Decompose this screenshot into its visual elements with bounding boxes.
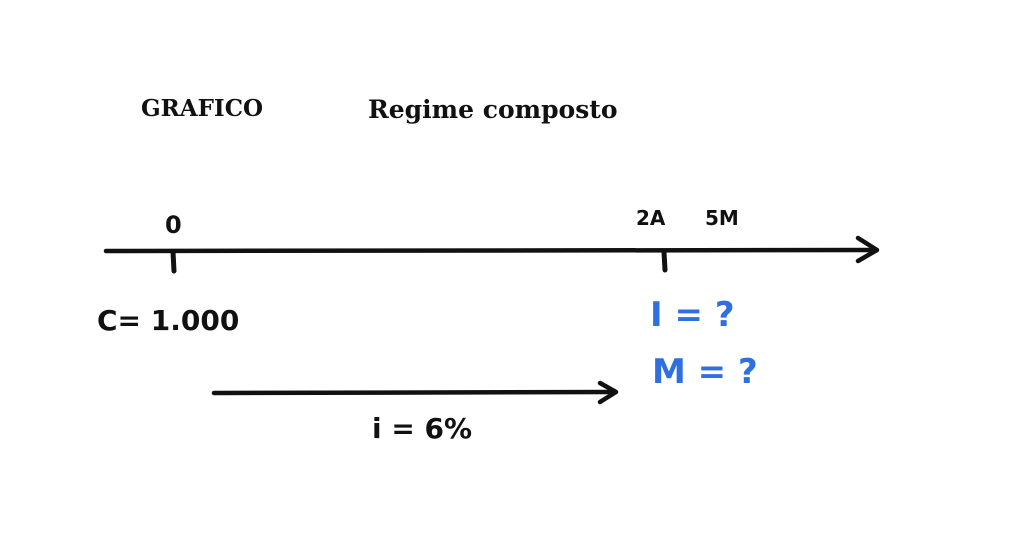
- tick-end: [661, 249, 668, 273]
- rate-arrow: [211, 380, 619, 405]
- time-axis-arrow: [103, 235, 880, 264]
- time-end-months-label: 5M: [705, 206, 739, 230]
- capital-label: C= 1.000: [97, 304, 240, 337]
- interest-rate-label: i = 6%: [372, 412, 473, 445]
- tick-start: [170, 249, 177, 274]
- interest-question: I = ?: [650, 295, 735, 335]
- diagram-title: Regime composto: [368, 95, 618, 124]
- diagram-label-grafico: GRAFICO: [141, 95, 264, 122]
- time-end-years-label: 2A: [636, 206, 666, 230]
- time-zero-label: 0: [165, 211, 182, 239]
- amount-question: M = ?: [652, 352, 758, 392]
